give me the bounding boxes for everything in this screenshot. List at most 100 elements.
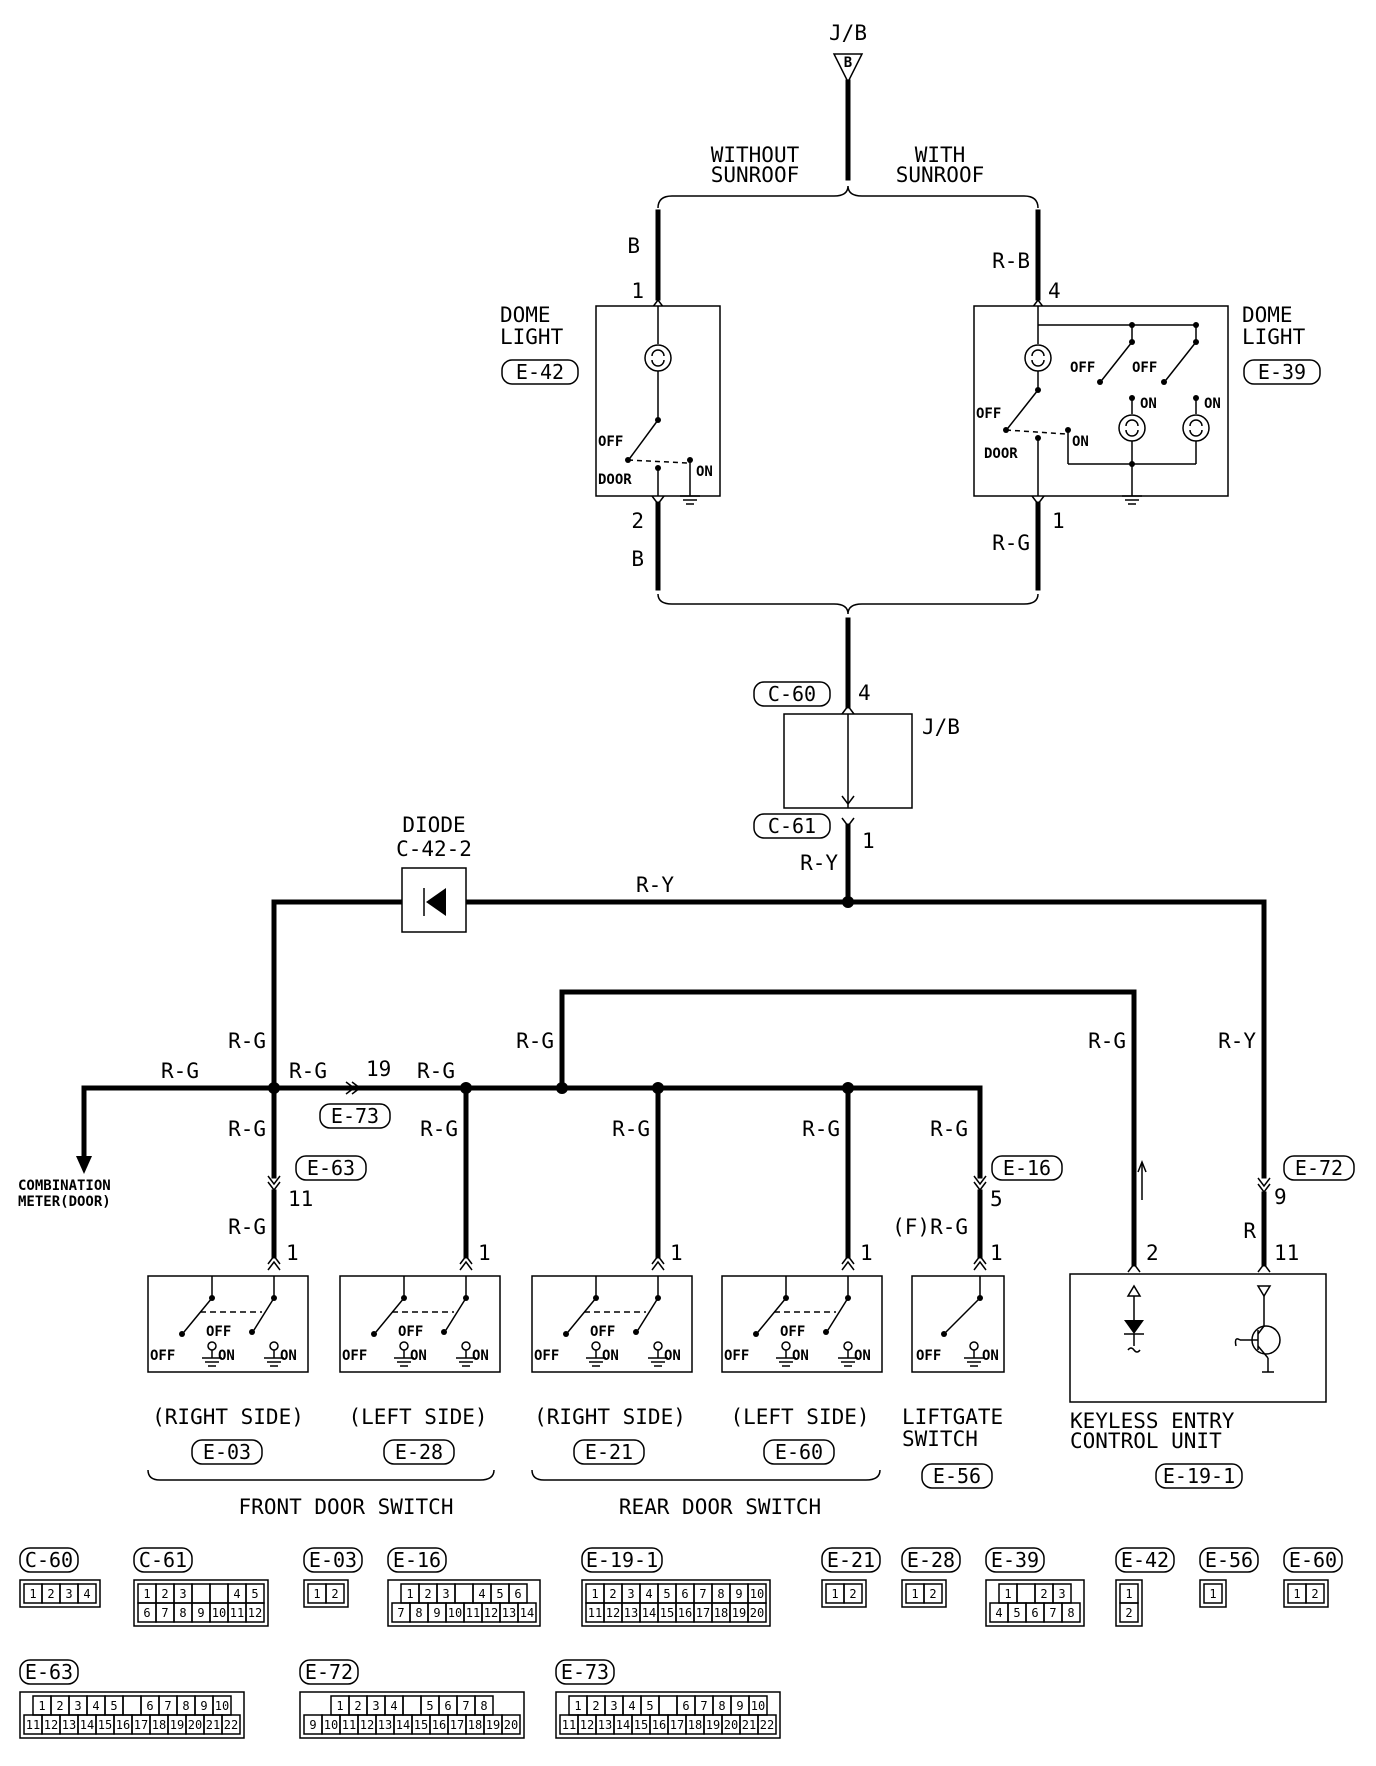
legend-pin: 4: [478, 1587, 485, 1601]
legend-pin: 20: [724, 1718, 738, 1732]
switch-e03: 1 OFF OFF ON ON: [147, 1241, 309, 1373]
switch-e03-on1: ON: [218, 1348, 235, 1364]
jb-mid-label: J/B: [922, 715, 960, 739]
e39-title-line2: LIGHT: [1242, 325, 1306, 349]
switch-e21: 1 OFF OFF ON ON: [531, 1241, 693, 1373]
legend-pin: 1: [1125, 1587, 1132, 1601]
legend-pin: 7: [700, 1699, 707, 1713]
legend-code: E-42: [1121, 1548, 1169, 1572]
switch-e21-off1: OFF: [534, 1348, 559, 1364]
legend-pin: 3: [65, 1587, 72, 1601]
legend-pin: 1: [38, 1699, 45, 1713]
legend-pin: 20: [188, 1718, 202, 1732]
legend-pin: 2: [424, 1587, 431, 1601]
legend-pin: 6: [1031, 1606, 1038, 1620]
switch-e28-side: (LEFT SIDE): [348, 1405, 487, 1429]
junction-block-top: J/B B: [829, 21, 867, 84]
legend-pin: 10: [212, 1606, 226, 1620]
legend-code: E-63: [25, 1660, 73, 1684]
legend-pin: 1: [313, 1587, 320, 1601]
e42-title-line1: DOME: [500, 303, 551, 327]
switch-e28: 1 OFF OFF ON ON: [339, 1241, 501, 1373]
legend-pin: 19: [486, 1718, 500, 1732]
legend-pin: 2: [1311, 1587, 1318, 1601]
e72-pin: 9: [1274, 1185, 1287, 1209]
legend-code: E-21: [827, 1548, 875, 1572]
legend-pin: 11: [230, 1606, 244, 1620]
legend-pin: 17: [670, 1718, 684, 1732]
legend-pin: 3: [179, 1587, 186, 1601]
legend-pin: 3: [1058, 1587, 1065, 1601]
e39-pin-top: 4: [1048, 279, 1061, 303]
legend-pin: 9: [433, 1606, 440, 1620]
e56-code-badge: [921, 1463, 993, 1489]
legend-pin: 5: [496, 1587, 503, 1601]
switch-e03-on2: ON: [280, 1348, 297, 1364]
keyless-title-line1: KEYLESS ENTRY: [1070, 1409, 1235, 1433]
e42-switch-on: ON: [696, 464, 713, 480]
rear-door-brace: [531, 1469, 881, 1481]
rg-upper-drop-label: R-G: [516, 1029, 554, 1053]
branch-without-line2: SUNROOF: [711, 163, 800, 187]
legend-pin: 15: [98, 1718, 112, 1732]
legend-pin: 15: [660, 1606, 674, 1620]
switch-e03-off2: OFF: [206, 1324, 231, 1340]
legend-code: C-61: [139, 1548, 187, 1572]
e73-code-badge: [319, 1103, 391, 1129]
keyless-title-line2: CONTROL UNIT: [1070, 1429, 1222, 1453]
legend-pin: 1: [831, 1587, 838, 1601]
e42-switch-door: DOOR: [598, 472, 632, 488]
legend-pin: 4: [233, 1587, 240, 1601]
legend-pin: 6: [146, 1699, 153, 1713]
legend-pin: 14: [616, 1718, 630, 1732]
liftgate-title-line2: SWITCH: [902, 1427, 978, 1451]
jb-top-terminal: B: [844, 55, 852, 71]
e72-code-badge: [1283, 1155, 1355, 1181]
e39-code: E-39: [1258, 360, 1306, 384]
legend-pin: 13: [598, 1718, 612, 1732]
front-door-switch-label: FRONT DOOR SWITCH: [239, 1495, 454, 1519]
legend-code: E-73: [561, 1660, 609, 1684]
legend-pin: 5: [251, 1587, 258, 1601]
legend-pin: 1: [591, 1587, 598, 1601]
rg-keyless-label: R-G: [1088, 1029, 1126, 1053]
legend-pin: 22: [224, 1718, 238, 1732]
rg-bus-label-left: R-G: [161, 1059, 199, 1083]
liftgate-title-line1: LIFTGATE: [902, 1405, 1003, 1429]
switch-e21-side: (RIGHT SIDE): [534, 1405, 686, 1429]
legend-pin: 7: [164, 1699, 171, 1713]
legend-pin: 8: [1067, 1606, 1074, 1620]
legend-code: E-72: [305, 1660, 353, 1684]
e63-pin: 11: [288, 1187, 313, 1211]
legend-pin: 1: [911, 1587, 918, 1601]
legend-pin: 1: [574, 1699, 581, 1713]
switch-e21-pin: 1: [670, 1241, 683, 1265]
e19-1-code-badge: [1155, 1463, 1243, 1489]
e42-pin-bottom: 2: [631, 509, 644, 533]
legend-pin: 8: [717, 1587, 724, 1601]
legend-pin: 10: [448, 1606, 462, 1620]
e60-code-badge: [763, 1439, 835, 1465]
legend-pin: 18: [688, 1718, 702, 1732]
e39-switch-on: ON: [1072, 434, 1089, 450]
legend-pin: 12: [484, 1606, 498, 1620]
e39-code-badge: [1243, 359, 1321, 385]
legend-pin: 5: [646, 1699, 653, 1713]
rg-left-drop-label: R-G: [228, 1029, 266, 1053]
legend-code: E-03: [309, 1548, 357, 1572]
rear-door-switch-label: REAR DOOR SWITCH: [619, 1495, 821, 1519]
e63-code-badge: [295, 1155, 367, 1181]
liftgate-pin: 1: [990, 1241, 1003, 1265]
legend-pin: 16: [678, 1606, 692, 1620]
e39-off-2: OFF: [1132, 360, 1157, 376]
legend-pin: 4: [995, 1606, 1002, 1620]
legend-pin: 1: [1293, 1587, 1300, 1601]
e16-pin: 5: [990, 1187, 1003, 1211]
legend-pin: 3: [74, 1699, 81, 1713]
legend-pin: 5: [1013, 1606, 1020, 1620]
legend-pin: 19: [706, 1718, 720, 1732]
